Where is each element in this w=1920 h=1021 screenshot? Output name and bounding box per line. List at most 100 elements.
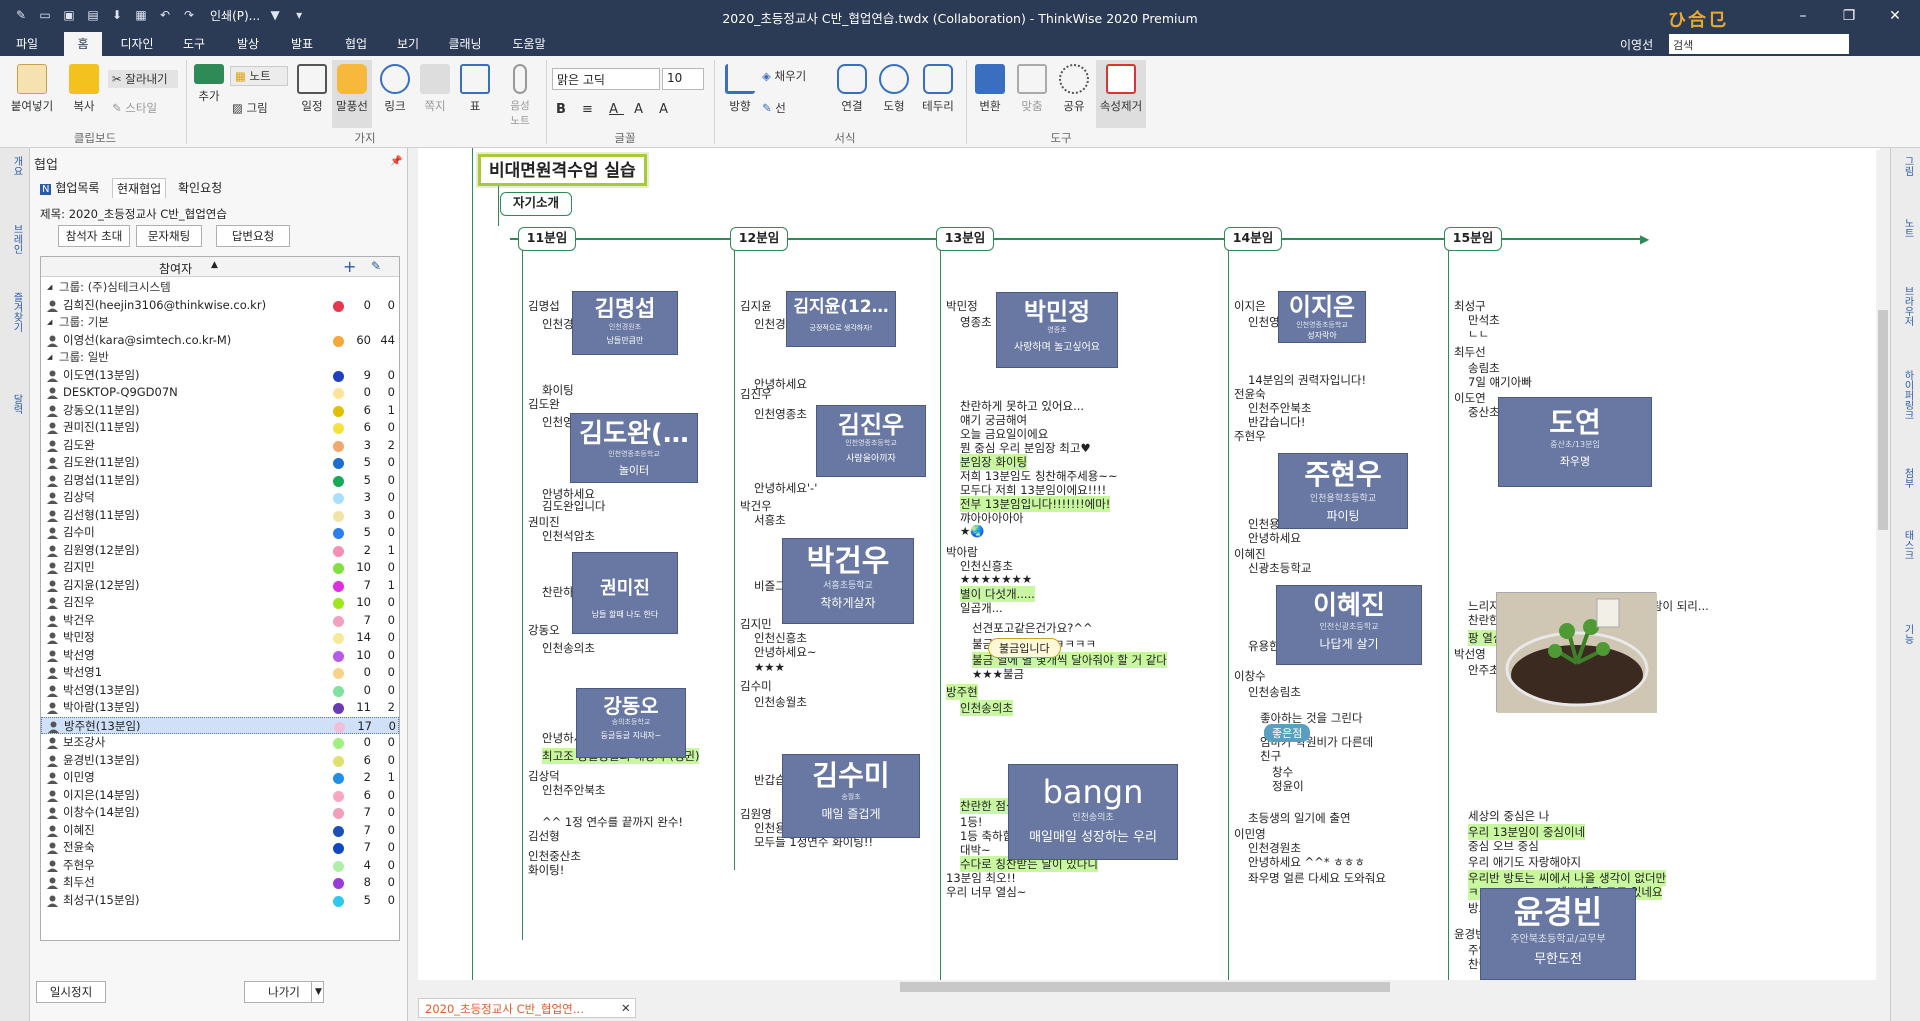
group-14-member-name[interactable]: 주현우 (1234, 429, 1266, 443)
group-11-member-name[interactable]: 김상덕 (528, 769, 560, 783)
close-tab-icon[interactable]: ✕ (621, 1001, 631, 1015)
font-format-buttons[interactable]: B ≡ A A A (556, 102, 675, 117)
group-12-topic[interactable]: 모두들 1정연수 화이팅!! (754, 835, 874, 849)
paste-button[interactable]: 붙여넣기 (10, 64, 54, 114)
group-14-member-name[interactable]: 이지은 (1234, 299, 1266, 313)
tab-ideation[interactable]: 발상 (236, 37, 260, 51)
group-11-member-name[interactable]: 화이팅! (528, 863, 565, 877)
tab-tools[interactable]: 도구 (182, 37, 206, 51)
group-15-topic[interactable]: 중산초 (1468, 405, 1500, 419)
group-13-topic[interactable]: 대박~ (960, 843, 991, 857)
group-15-topic[interactable]: ㄴㄴ (1468, 327, 1490, 341)
font-name-select[interactable]: 맑은 고딕 (552, 68, 660, 90)
group-12-member-name[interactable]: 김진우 (740, 387, 772, 401)
group-11-member-name[interactable]: 김도완 (528, 397, 560, 411)
group-13-topic[interactable]: 전부 13분임입니다!!!!!!!에마! (960, 496, 1111, 512)
group-13-topic[interactable]: ★★★불금 (972, 667, 1025, 681)
group-11-member-name[interactable]: 권미진 (528, 515, 560, 529)
open-file-icon[interactable]: ▣ (63, 8, 75, 22)
direction-button[interactable]: 방향 (722, 64, 758, 114)
group-13-topic[interactable]: 뭔 중심 우리 분임장 최고♥ (960, 441, 1091, 455)
group-13-member-name[interactable]: 박아람 (946, 545, 978, 559)
group-11-topic[interactable]: 인천송의초 (542, 641, 595, 655)
group-12-member-name[interactable]: 김지민 (740, 617, 772, 631)
tab-confirm-request[interactable]: 확인요청 (178, 181, 223, 195)
group-15-member-name[interactable]: 최두선 (1454, 345, 1486, 359)
group-13-member-name[interactable]: 박민정 (946, 299, 978, 313)
group-12-topic[interactable]: 안녕하세요'-' (754, 481, 818, 495)
group-14-topic[interactable]: 신광초등학교 (1248, 561, 1312, 575)
group-14-topic[interactable]: 초등생의 일기에 출연 (1248, 811, 1351, 825)
group-11-topic[interactable]: 11분임 (518, 227, 576, 251)
group-11-topic[interactable]: 인천주안북초 (542, 783, 606, 797)
add-participant-icon[interactable]: + (343, 257, 357, 276)
save-icon[interactable]: ▤ (87, 8, 99, 22)
participant-group-header[interactable]: ◢그룹: (주)심테크시스템 (41, 279, 399, 297)
tab-present[interactable]: 발표 (290, 37, 314, 51)
transform-button[interactable]: 변환 (972, 64, 1008, 114)
font-size-select[interactable]: 10 (662, 68, 704, 90)
group-14-topic[interactable]: 안녕하세요 ^^* ㅎㅎㅎ (1248, 855, 1365, 869)
group-14-topic[interactable]: 안녕하세요 (1248, 531, 1301, 545)
side-tab-attachment[interactable]: 첨부 (1902, 468, 1913, 488)
new-file-icon[interactable]: ▭ (39, 8, 51, 22)
side-tab-brain[interactable]: 브레인 (11, 224, 22, 254)
group-14-member-name[interactable]: 이민영 (1234, 827, 1266, 841)
schedule-button[interactable]: 일정 (296, 64, 328, 114)
group-13-member-name[interactable]: 우리 너무 열심~ (946, 885, 1027, 899)
group-15-topic[interactable]: 만석초 (1468, 313, 1500, 327)
side-tab-note[interactable]: 노트 (1902, 218, 1913, 238)
folder-icon[interactable]: ▼ (270, 8, 280, 22)
group-14-topic[interactable]: 친구 (1260, 749, 1282, 763)
group-14-topic[interactable]: 좌우명 얼른 다세요 도와줘요 (1248, 871, 1386, 885)
group-14-member-name[interactable]: 이혜진 (1234, 547, 1266, 561)
close-button[interactable]: ✕ (1889, 8, 1901, 24)
plant-photo[interactable] (1496, 592, 1657, 713)
participant-column-label[interactable]: 참여자 (159, 262, 193, 276)
group-13-topic[interactable]: 인천송의초 (960, 700, 1013, 716)
group-12-topic[interactable]: 안녕하세요 (754, 377, 807, 391)
group-13-topic[interactable]: 별이 다섯개..... (960, 586, 1035, 602)
callout-button[interactable]: 말풍선 (332, 60, 372, 128)
group-13-topic[interactable]: ★🌏 (960, 524, 985, 538)
group-14-topic[interactable]: 14분임의 권력자입니다! (1248, 373, 1367, 387)
style-button[interactable]: ✎ 스타일 (112, 101, 158, 115)
side-tab-hyperlink[interactable]: 하이퍼링크 (1902, 370, 1913, 420)
participant-group-header[interactable]: ◢그룹: 일반 (41, 349, 399, 367)
restore-button[interactable]: ❐ (1842, 8, 1856, 24)
image-card-kimjiyun[interactable]: 김지윤(12…긍정적으로 생각하자! (786, 291, 896, 347)
picture-button[interactable]: ▨ 그림 (232, 101, 268, 115)
side-tab-favorites[interactable]: 즐겨찾기 (11, 292, 22, 332)
document-tab[interactable]: 2020_초등정교사 C반_협업연…✕ (418, 998, 636, 1018)
side-tab-picture[interactable]: 그림 (1902, 156, 1913, 176)
group-14-topic[interactable]: 반갑습니다! (1248, 415, 1306, 429)
vertical-scroll-thumb[interactable] (1878, 310, 1888, 530)
pin-icon[interactable]: 📌 (390, 156, 403, 167)
pause-button[interactable]: 일시정지 (36, 981, 106, 1003)
add-branch-button[interactable]: 추가 (192, 64, 226, 104)
side-tab-task[interactable]: 태스크 (1902, 530, 1913, 560)
text-chat-button[interactable]: 문자채팅 (136, 225, 202, 247)
line-button[interactable]: ✎ 선 (762, 101, 786, 115)
group-11-member-name[interactable]: 김선형 (528, 829, 560, 843)
minimize-button[interactable]: – (1799, 8, 1807, 24)
